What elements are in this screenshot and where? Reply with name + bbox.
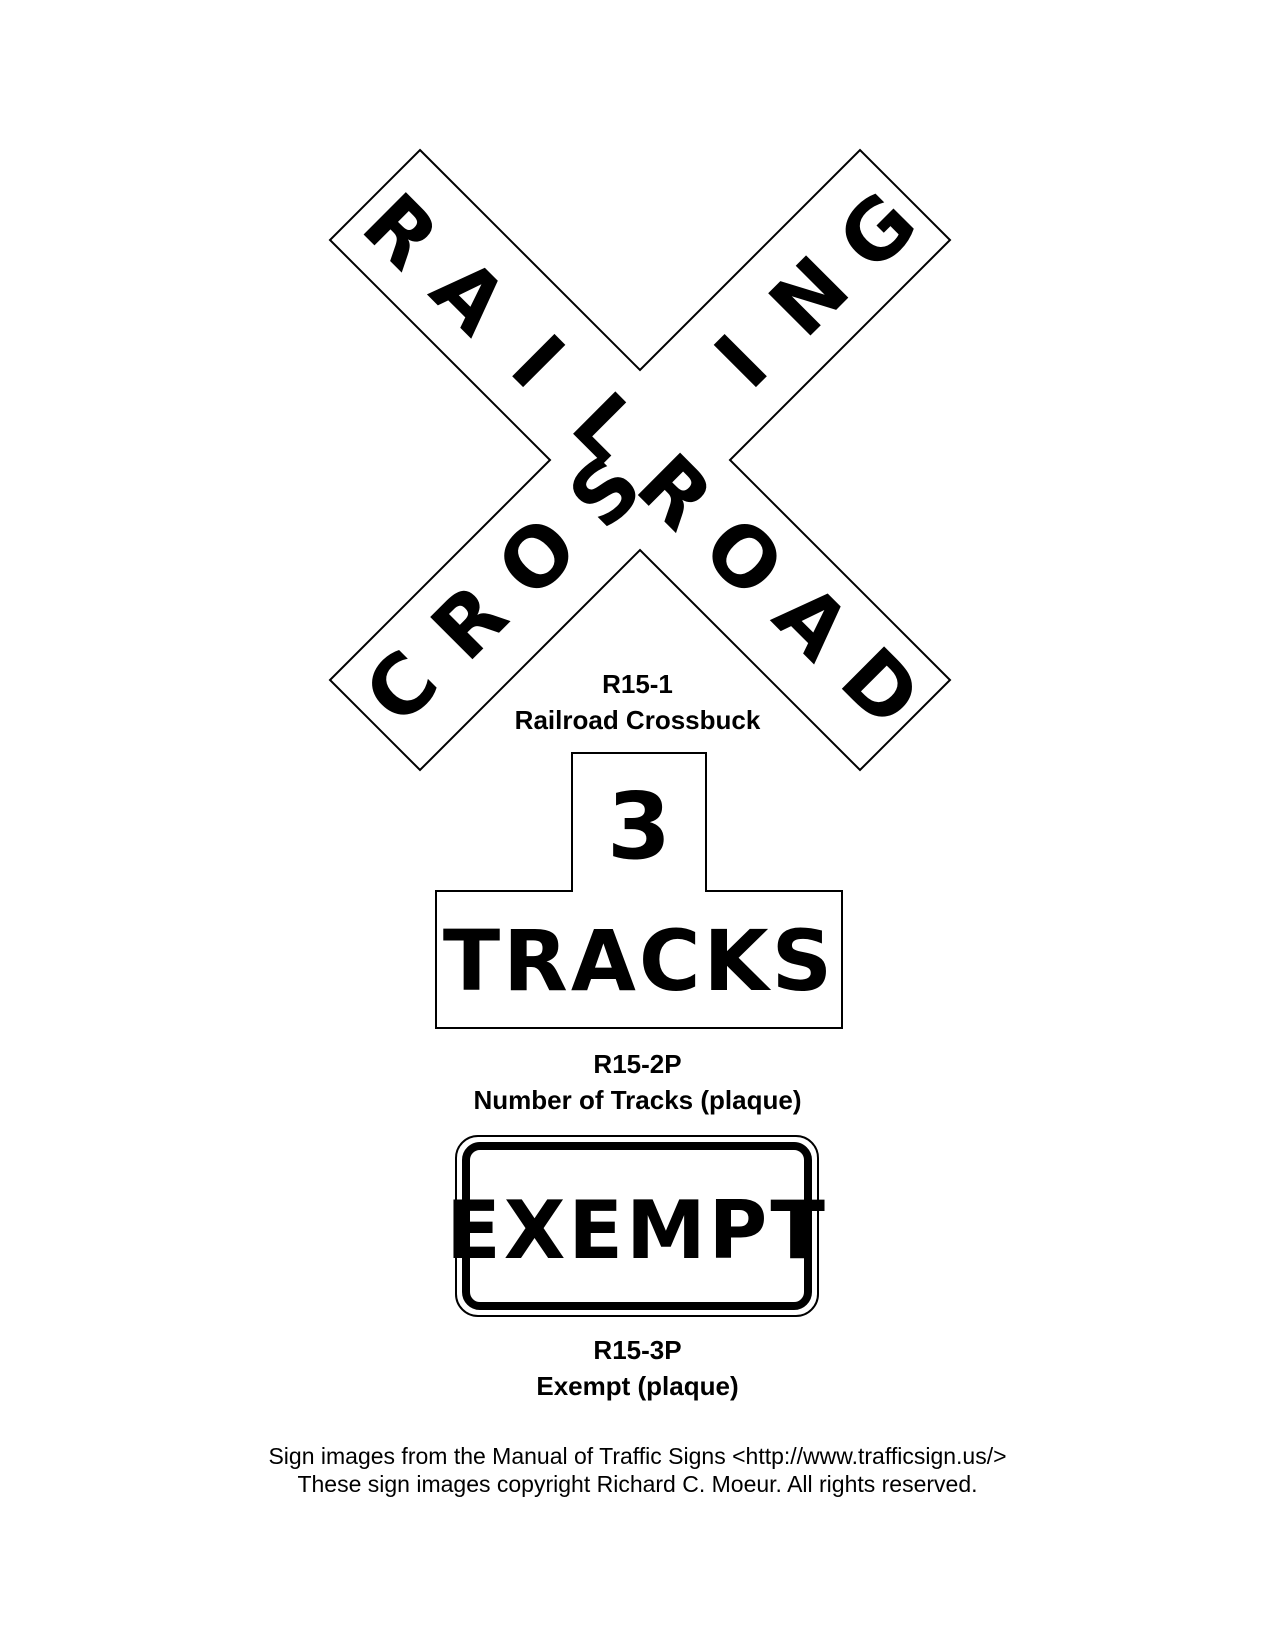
- tracks-name: Number of Tracks (plaque): [473, 1085, 802, 1115]
- exempt-plaque-border: [462, 1142, 812, 1310]
- footer-line-2: These sign images copyright Richard C. M…: [297, 1471, 978, 1497]
- tracks-number: 3: [607, 773, 671, 880]
- exempt-plaque-sign: [455, 1135, 819, 1317]
- tracks-word: TRACKS: [443, 912, 835, 1010]
- crossbuck-sign: [328, 148, 952, 772]
- exempt-caption: R15-3P Exempt (plaque): [0, 1332, 1275, 1404]
- tracks-caption: R15-2P Number of Tracks (plaque): [0, 1046, 1275, 1118]
- crossbuck-code: R15-1: [602, 669, 673, 699]
- exempt-word: EXEMPT: [446, 1184, 828, 1277]
- footer-line-1: Sign images from the Manual of Traffic S…: [268, 1443, 1007, 1469]
- tracks-code: R15-2P: [593, 1049, 682, 1079]
- exempt-name: Exempt (plaque): [536, 1371, 739, 1401]
- tracks-plaque-sign: [435, 752, 843, 1029]
- crossbuck-name: Railroad Crossbuck: [514, 705, 761, 735]
- exempt-code: R15-3P: [593, 1335, 682, 1365]
- copyright-footer: Sign images from the Manual of Traffic S…: [0, 1442, 1275, 1498]
- crossbuck-caption: R15-1 Railroad Crossbuck: [0, 666, 1275, 738]
